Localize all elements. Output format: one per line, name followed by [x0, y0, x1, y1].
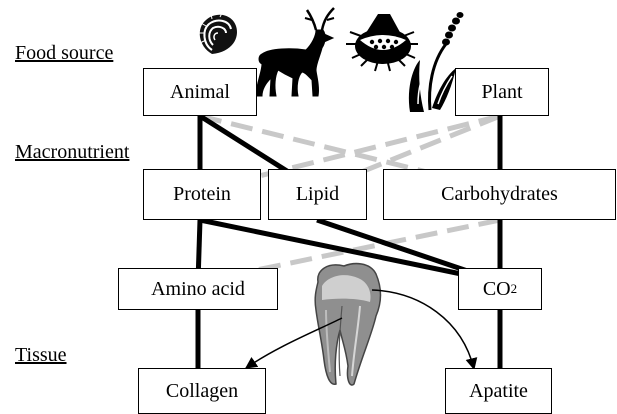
row-label-food-source: Food source [15, 42, 113, 65]
row-label-macronutrient: Macronutrient [15, 141, 129, 164]
node-apatite: Apatite [445, 368, 552, 414]
node-lipid: Lipid [268, 169, 367, 220]
node-carbohydrates: Carbohydrates [383, 169, 616, 220]
deer-icon [256, 8, 334, 96]
tooth-icon [315, 264, 380, 385]
node-amino-acid: Amino acid [118, 268, 278, 310]
node-plant: Plant [455, 68, 549, 116]
fruit-icon [346, 14, 418, 71]
node-animal: Animal [143, 68, 257, 116]
node-protein: Protein [143, 169, 261, 220]
node-collagen: Collagen [138, 368, 266, 414]
shell-icon [199, 13, 237, 54]
co2-base: CO [483, 278, 511, 301]
row-label-tissue: Tissue [15, 344, 67, 367]
